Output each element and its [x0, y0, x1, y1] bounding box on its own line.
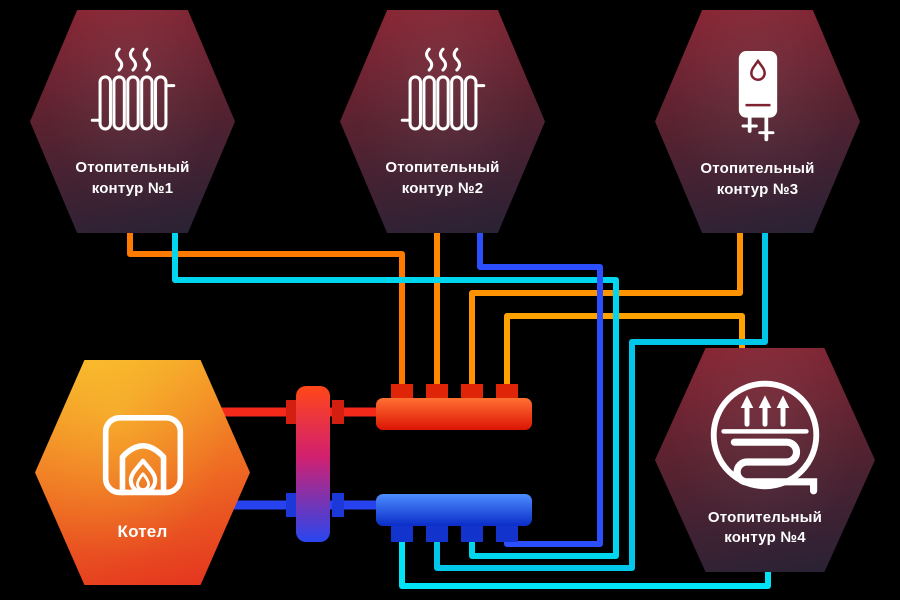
- heater-pipes: [741, 116, 774, 142]
- heater-tank: [738, 51, 777, 118]
- heat-wave: [438, 47, 447, 72]
- pipe-return-circuit3: [434, 221, 768, 571]
- node-label-line2: контур №1: [91, 179, 174, 197]
- manifold-outlet: [426, 524, 448, 542]
- supply-manifold: [376, 384, 532, 430]
- supply-pipes: [127, 221, 745, 395]
- underfloor-heating-icon: [710, 380, 820, 495]
- manifold-outlet: [496, 384, 518, 402]
- flame-icon: [128, 458, 157, 495]
- separator-flange: [332, 400, 344, 424]
- pipe-supply-circuit3: [469, 221, 743, 395]
- node-label-line2: контур №3: [716, 180, 799, 198]
- node-circuit4: Отопительный контур №4: [655, 348, 875, 572]
- node-label: Отопительный контур №2: [385, 158, 499, 199]
- node-circuit2: Отопительный контур №2: [340, 10, 545, 233]
- manifold-outlet: [461, 524, 483, 542]
- node-label-line2: контур №2: [401, 179, 484, 197]
- node-label-line2: контур №4: [724, 529, 806, 546]
- heat-wave: [142, 47, 151, 72]
- separator-flange: [286, 493, 298, 517]
- hydraulic-separator: [286, 386, 344, 542]
- boiler-housing: [102, 415, 183, 496]
- manifold-outlet: [461, 384, 483, 402]
- node-circuit1: Отопительный контур №1: [30, 10, 235, 233]
- flame-inner-icon: [135, 472, 150, 492]
- node-label: Котел: [118, 521, 168, 544]
- separator-flange: [332, 493, 344, 517]
- node-label-line1: Отопительный: [75, 159, 190, 177]
- separator-body: [296, 386, 330, 542]
- heat-wave: [114, 47, 123, 72]
- radiator-icon: [400, 47, 485, 131]
- manifold-outlet: [496, 524, 518, 542]
- pipe-supply-circuit4: [504, 313, 745, 395]
- heater-logo-drop: [749, 59, 766, 82]
- heat-wave: [452, 47, 461, 72]
- manifold-outlet: [391, 524, 413, 542]
- up-arrows-icon: [744, 403, 786, 427]
- icon-circle: [710, 380, 820, 489]
- radiator-icon: [90, 47, 175, 131]
- boiler-flame-icon: [102, 415, 183, 496]
- node-label: Отопительный контур №4: [708, 508, 822, 549]
- node-label: Отопительный контур №1: [75, 158, 189, 199]
- node-label-line1: Отопительный: [700, 160, 815, 178]
- boiler-arch: [119, 443, 166, 496]
- manifold-outlet: [426, 384, 448, 402]
- separator-flange: [286, 400, 298, 424]
- return-manifold-body: [376, 494, 532, 526]
- return-pipes: [172, 221, 771, 589]
- node-boiler: Котел: [35, 360, 250, 585]
- heat-wave: [424, 47, 433, 72]
- pipe-return-circuit2: [477, 221, 603, 547]
- arrow-heads: [740, 395, 790, 408]
- return-manifold: [376, 494, 532, 542]
- water-heater-icon: [738, 51, 777, 142]
- pipe-return-circuit1: [172, 221, 619, 559]
- heat-wave: [128, 47, 137, 72]
- manifold-outlet: [391, 384, 413, 402]
- floor-pipe-coil: [730, 438, 818, 495]
- supply-manifold-body: [376, 398, 532, 430]
- node-label-line1: Котел: [117, 522, 168, 542]
- node-label-line1: Отопительный: [707, 508, 823, 526]
- node-circuit3: Отопительный контур №3: [655, 10, 860, 233]
- node-label: Отопительный контур №3: [700, 159, 814, 200]
- pipe-supply-circuit1: [127, 221, 405, 395]
- node-label-line1: Отопительный: [385, 159, 500, 177]
- pipe-return-circuit4: [399, 531, 771, 589]
